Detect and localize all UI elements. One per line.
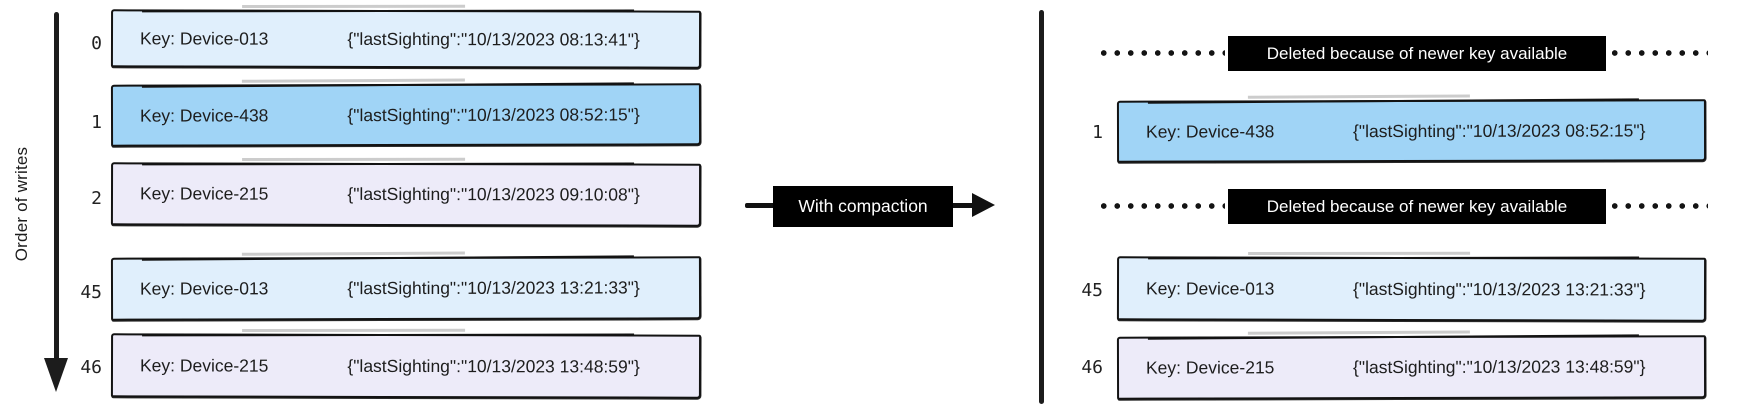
record-key: Key: Device-013: [1145, 277, 1275, 299]
write-index-0: 0: [91, 33, 102, 54]
deleted-dotted-line-right: [1608, 203, 1708, 209]
record-value: {"lastSighting":"10/13/2023 08:13:41"}: [347, 28, 640, 50]
record-value: {"lastSighting":"10/13/2023 13:48:59"}: [1352, 356, 1646, 378]
deleted-dotted-line-left: [1097, 203, 1225, 209]
order-of-writes-arrowhead-icon: [44, 358, 68, 392]
record-right-1: Key: Device-438 {"lastSighting":"10/13/2…: [1116, 99, 1707, 163]
compacted-index-46: 46: [1081, 357, 1103, 378]
compacted-index-1: 1: [1092, 122, 1103, 143]
compaction-arrowhead-icon: [972, 193, 995, 217]
order-of-writes-axis-label: Order of writes: [12, 146, 31, 262]
record-left-1: Key: Device-438 {"lastSighting":"10/13/2…: [110, 83, 702, 147]
record-key: Key: Device-215: [139, 183, 269, 204]
record-left-2: Key: Device-215 {"lastSighting":"10/13/2…: [110, 162, 702, 227]
write-index-2: 2: [91, 188, 102, 209]
record-right-45: Key: Device-013 {"lastSighting":"10/13/2…: [1116, 256, 1707, 322]
compacted-log-boundary-line: [1039, 10, 1044, 404]
write-index-46: 46: [80, 357, 102, 378]
write-index-45: 45: [80, 282, 102, 303]
record-key: Key: Device-438: [139, 104, 269, 126]
record-key: Key: Device-438: [1145, 120, 1275, 142]
record-value: {"lastSighting":"10/13/2023 13:21:33"}: [1352, 278, 1646, 300]
record-left-0: Key: Device-013 {"lastSighting":"10/13/2…: [110, 9, 702, 69]
record-key: Key: Device-013: [139, 278, 269, 299]
record-key: Key: Device-215: [1145, 357, 1275, 378]
record-value: {"lastSighting":"10/13/2023 08:52:15"}: [347, 103, 640, 125]
record-right-46: Key: Device-215 {"lastSighting":"10/13/2…: [1116, 335, 1707, 400]
order-of-writes-arrow-line: [54, 12, 59, 362]
record-key: Key: Device-215: [139, 354, 269, 376]
with-compaction-label: With compaction: [773, 186, 953, 227]
write-index-1: 1: [91, 112, 102, 133]
deleted-dotted-line-right: [1608, 50, 1708, 56]
record-value: {"lastSighting":"10/13/2023 13:48:59"}: [347, 355, 640, 377]
record-value: {"lastSighting":"10/13/2023 09:10:08"}: [347, 183, 640, 205]
deleted-banner-2: Deleted because of newer key available: [1228, 189, 1606, 224]
deleted-dotted-line-left: [1097, 50, 1225, 56]
record-key: Key: Device-013: [139, 27, 269, 49]
record-value: {"lastSighting":"10/13/2023 08:52:15"}: [1352, 119, 1646, 141]
record-left-45: Key: Device-013 {"lastSighting":"10/13/2…: [110, 256, 702, 321]
record-left-46: Key: Device-215 {"lastSighting":"10/13/2…: [110, 333, 702, 399]
deleted-banner-1: Deleted because of newer key available: [1228, 36, 1606, 71]
record-value: {"lastSighting":"10/13/2023 13:21:33"}: [347, 277, 640, 299]
compacted-index-45: 45: [1081, 280, 1103, 301]
